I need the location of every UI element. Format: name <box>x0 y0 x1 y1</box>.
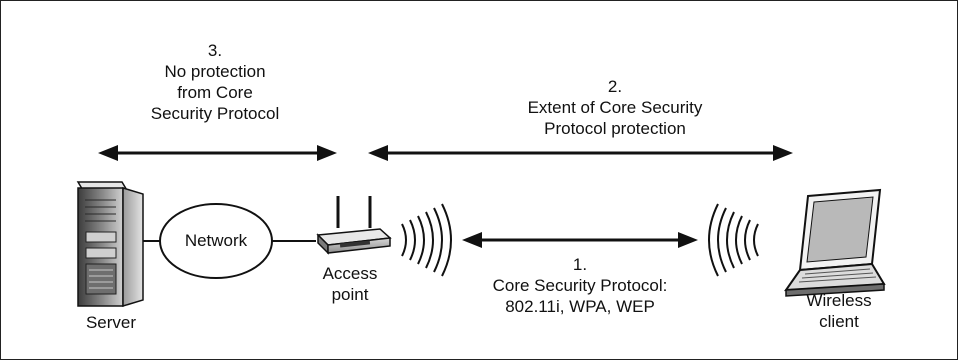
zone-label-core-security: 1. Core Security Protocol: 802.11i, WPA,… <box>460 254 700 317</box>
wireless-client-label: Wireless client <box>784 290 894 332</box>
radio-waves-icon <box>401 203 452 277</box>
zone-2-line-1: Extent of Core Security <box>527 98 703 117</box>
zone-3-line-3: Security Protocol <box>150 104 280 123</box>
zone-label-protection-extent: 2. Extent of Core Security Protocol prot… <box>475 76 755 139</box>
server-icon <box>76 181 144 308</box>
zone-2-number: 2. <box>607 77 623 96</box>
client-radio-waves-icon <box>708 203 759 277</box>
zone-3-line-1: No protection <box>164 62 266 81</box>
zone-1-number: 1. <box>572 255 588 274</box>
arrow-no-protection <box>98 145 337 161</box>
laptop-icon <box>783 188 886 297</box>
access-point-line-2: point <box>331 285 369 304</box>
zone-label-no-protection: 3. No protection from Core Security Prot… <box>110 40 320 124</box>
network-ellipse <box>159 203 273 279</box>
zone-2-line-2: Protocol protection <box>544 119 686 138</box>
wireless-client-line-2: client <box>819 312 859 331</box>
server-label: Server <box>66 312 156 333</box>
access-point-label: Access point <box>300 263 400 305</box>
zone-3-line-2: from Core <box>177 83 253 102</box>
zone-1-line-2: 802.11i, WPA, WEP <box>505 297 655 316</box>
arrow-core-security <box>462 232 698 248</box>
zone-3-number: 3. <box>207 41 223 60</box>
arrow-protection-extent <box>368 145 793 161</box>
network-label: Network <box>166 230 266 251</box>
server-label-text: Server <box>85 313 137 332</box>
zone-1-line-1: Core Security Protocol: <box>492 276 668 295</box>
wireless-client-line-1: Wireless <box>806 291 872 310</box>
access-point-icon <box>316 196 392 255</box>
network-label-text: Network <box>184 231 248 250</box>
access-point-line-1: Access <box>322 264 378 283</box>
